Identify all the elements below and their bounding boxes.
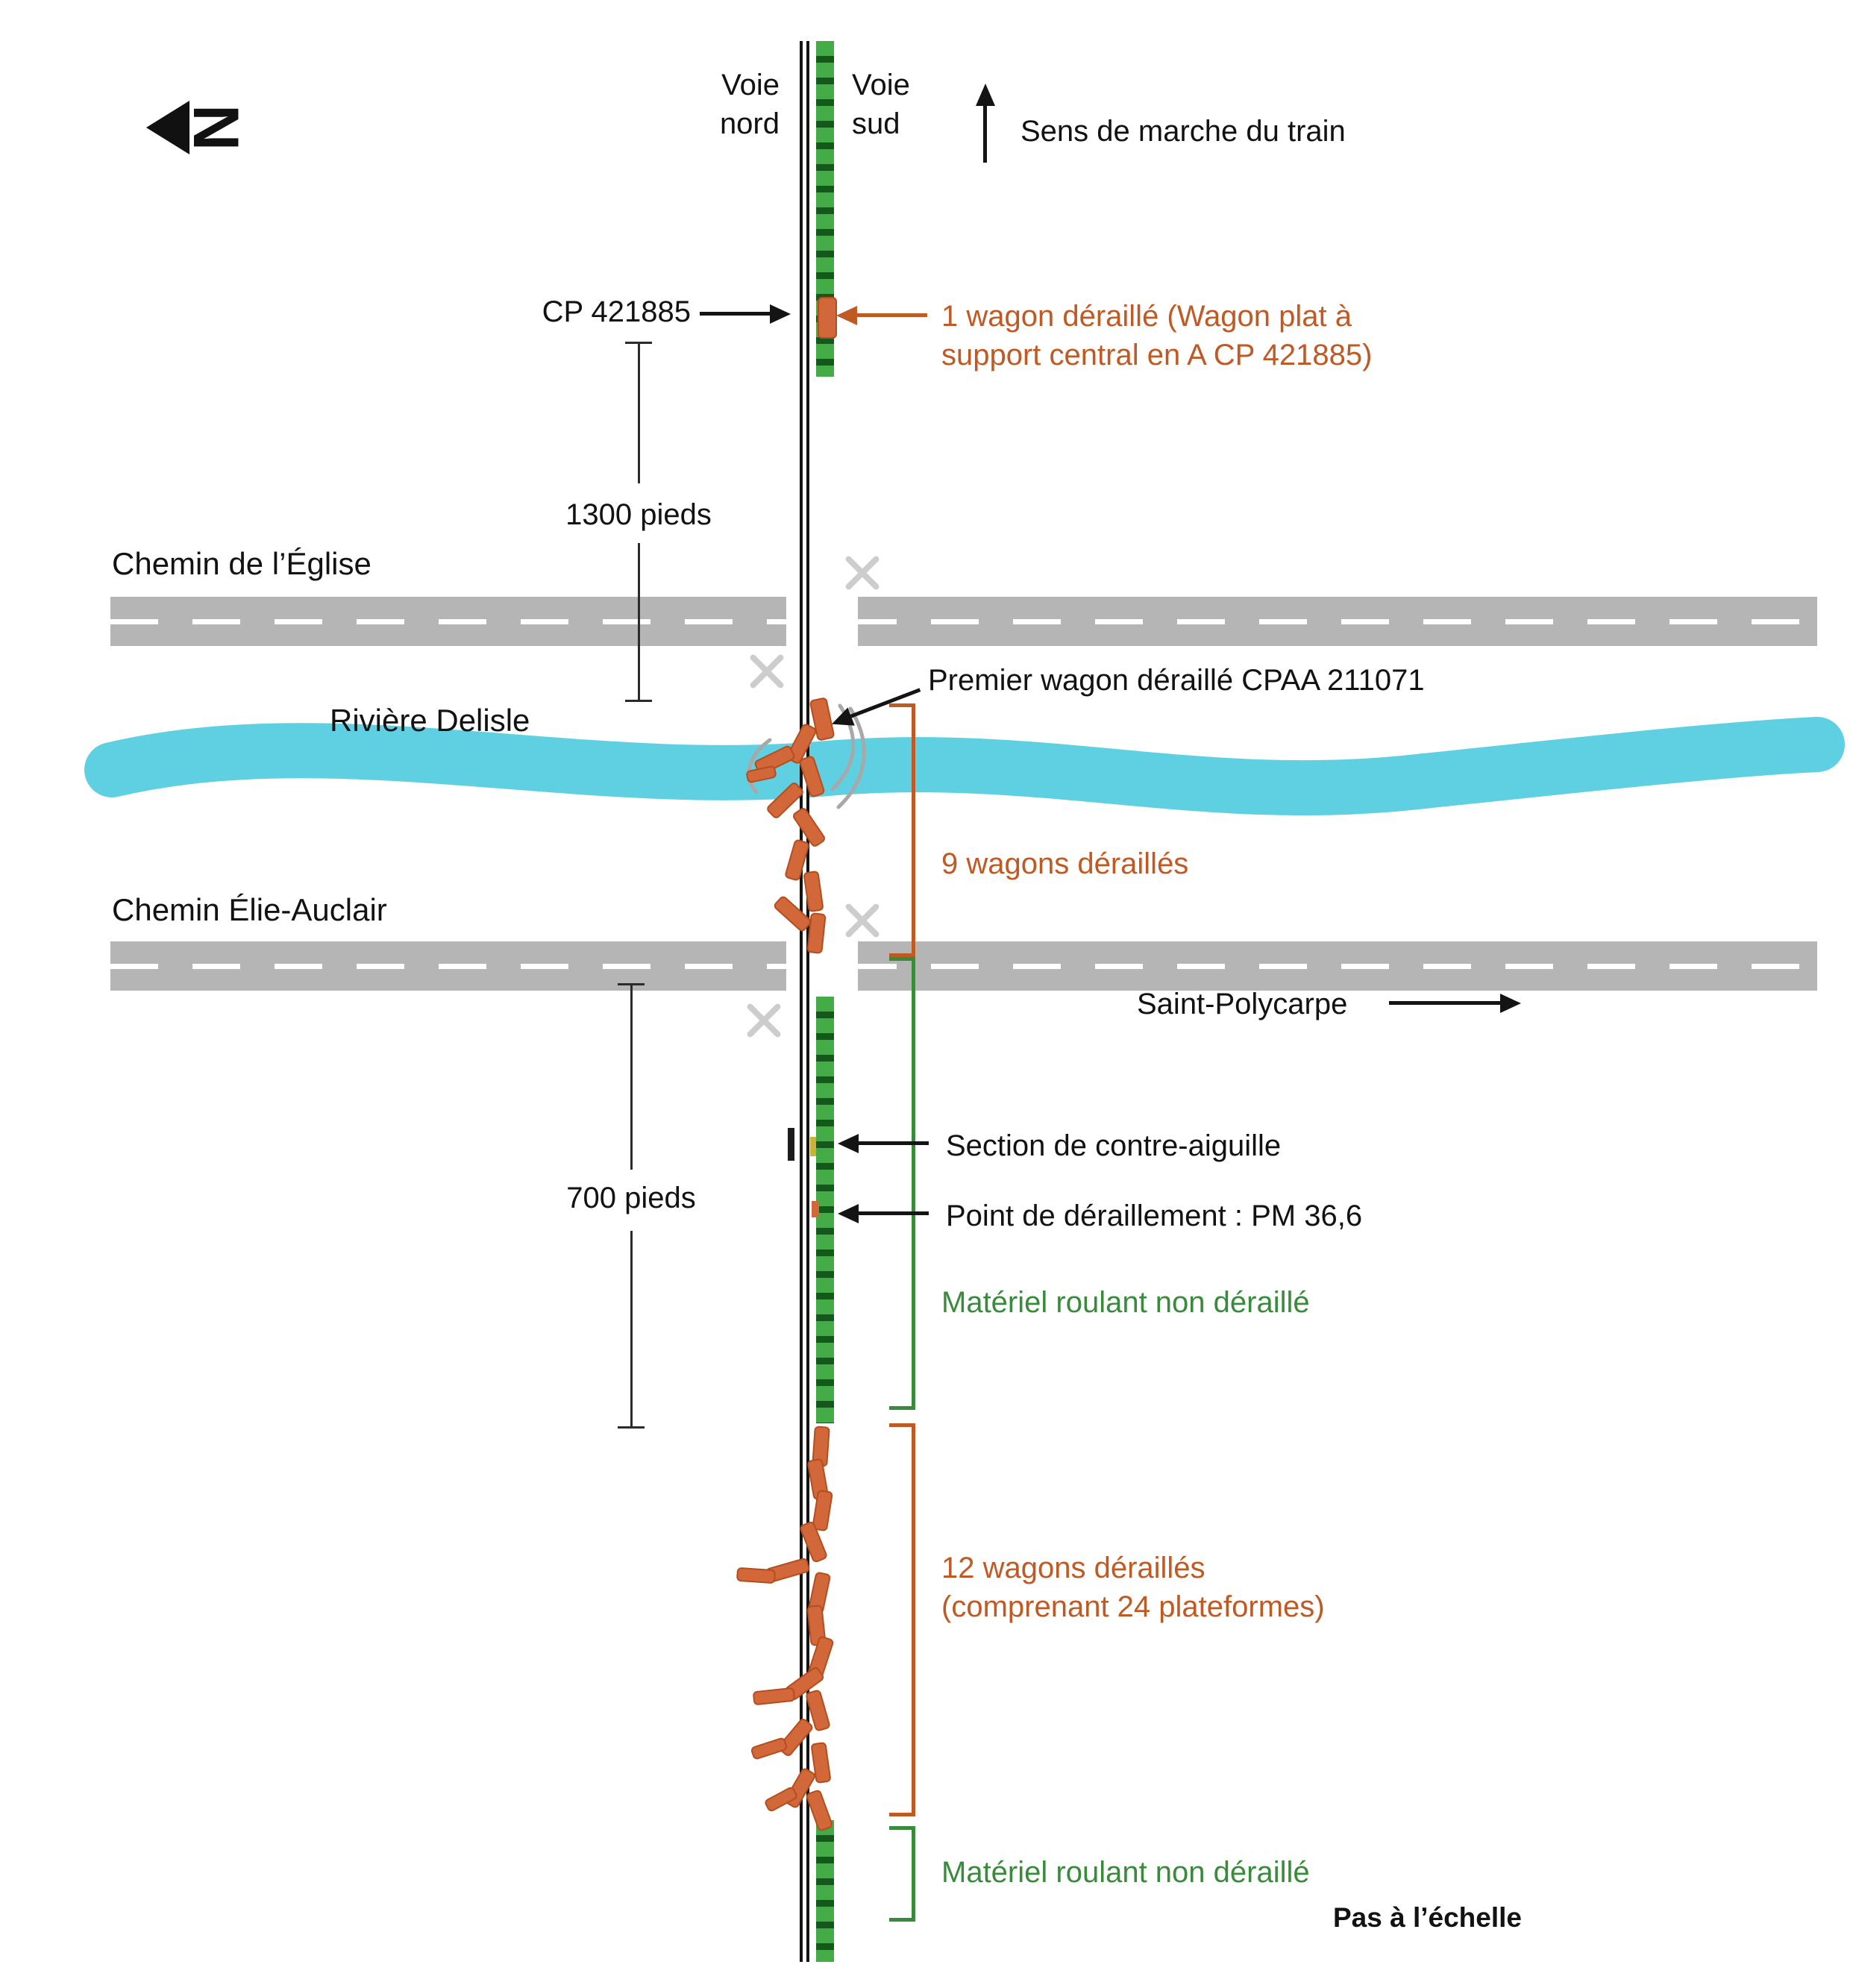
road-chemin-elie-auclair (110, 941, 1817, 991)
scale-note-label: Pas à l’échelle (1332, 1902, 1522, 1933)
bracket-9-wagons (889, 703, 915, 957)
road-eglise-label: Chemin de l’Église (112, 546, 371, 581)
track-label-voie-nord: Voie nord (630, 66, 780, 143)
measure-tick (625, 700, 652, 702)
non-derailed-train-segment-bottom (816, 1820, 834, 1962)
voie-sud-line1: Voie (852, 69, 910, 101)
bracket-non-derailed-1 (889, 957, 915, 1410)
road-chemin-eglise (110, 597, 1817, 646)
twelve-wagons-label: 12 wagons déraillés (comprenant 24 plate… (941, 1549, 1325, 1626)
derailment-point-arrow-icon (858, 1211, 929, 1215)
river-label: Rivière Delisle (330, 703, 530, 738)
wagon1-line1: 1 wagon déraillé (Wagon plat à (941, 300, 1352, 333)
switch-section-arrow-icon (858, 1141, 929, 1145)
north-compass: N (146, 95, 251, 160)
north-letter: N (180, 104, 252, 151)
derailed-wagon (745, 765, 777, 784)
crossbuck-icon (746, 650, 788, 692)
twelve-wagons-line2: (comprenant 24 plateformes) (941, 1590, 1325, 1623)
road-centerline (110, 964, 1817, 969)
non-derailed-train-segment-middle (816, 997, 834, 1423)
derailed-wagon-1-label: 1 wagon déraillé (Wagon plat à support c… (941, 297, 1372, 374)
road-elie-auclair-label: Chemin Élie-Auclair (112, 892, 387, 927)
north-arrow-icon (146, 101, 189, 154)
distance-700-label: 700 pieds (566, 1182, 696, 1214)
crossbuck-icon (841, 900, 883, 941)
measure-tick (618, 1426, 645, 1429)
derailed-wagon (750, 1737, 788, 1760)
track-label-voie-sud: Voie sud (852, 66, 910, 143)
switch-point-mark (788, 1128, 794, 1161)
derailment-point-label: Point de déraillement : PM 36,6 (946, 1200, 1363, 1232)
crossbuck-icon (743, 1000, 785, 1041)
saint-polycarpe-arrow-icon (1389, 1001, 1501, 1005)
derailed-wagon (752, 1687, 796, 1706)
voie-nord-line2: nord (719, 107, 780, 140)
non-derailed-2-label: Matériel roulant non déraillé (941, 1856, 1310, 1889)
derailed-wagon (805, 1789, 834, 1832)
first-derailed-wagon-label: Premier wagon déraillé CPAA 211071 (928, 664, 1425, 697)
direction-label: Sens de marche du train (1020, 115, 1346, 148)
cp-number-label: CP 421885 (542, 295, 691, 328)
bracket-non-derailed-2 (889, 1826, 915, 1922)
measure-line-700 (630, 1231, 633, 1426)
bracket-12-wagons (889, 1423, 915, 1816)
measure-line-1300 (638, 543, 640, 700)
switch-point-mark-2 (810, 1137, 816, 1156)
twelve-wagons-line1: 12 wagons déraillés (941, 1552, 1205, 1584)
crossing-gap (786, 594, 858, 650)
switch-point-section-label: Section de contre-aiguille (946, 1129, 1282, 1162)
wagon1-arrow-icon (856, 313, 927, 317)
train-direction-arrow-icon (983, 104, 987, 163)
track-rails (800, 41, 809, 1962)
road-centerline (110, 619, 1817, 624)
derailed-wagon (736, 1567, 777, 1584)
voie-nord-line1: Voie (721, 69, 780, 101)
derailed-wagon (763, 1785, 799, 1813)
cp-arrow-icon (700, 312, 771, 316)
voie-sud-line2: sud (852, 107, 900, 140)
derailed-wagon (818, 297, 837, 339)
river-shape (84, 717, 1845, 816)
nine-wagons-label: 9 wagons déraillés (941, 847, 1189, 880)
crossbuck-icon (841, 552, 883, 594)
saint-polycarpe-label: Saint-Polycarpe (1137, 988, 1348, 1020)
non-derailed-1-label: Matériel roulant non déraillé (941, 1286, 1310, 1319)
measure-line-1300 (638, 342, 640, 483)
measure-line-700 (630, 983, 633, 1170)
distance-1300-label: 1300 pieds (565, 498, 712, 531)
derailment-point-mark (812, 1201, 819, 1217)
wagon1-line2: support central en A CP 421885) (941, 339, 1373, 371)
